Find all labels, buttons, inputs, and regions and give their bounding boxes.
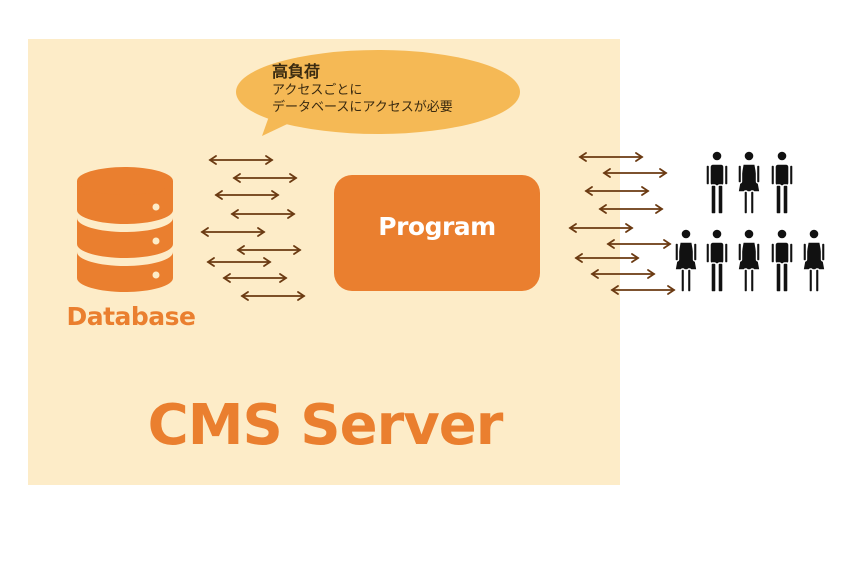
double-arrow-icon: [598, 204, 664, 214]
person-female-icon: [674, 228, 698, 293]
database-label: Database: [66, 302, 196, 331]
database-disk-middle: [77, 218, 173, 258]
database-led-2: [152, 237, 160, 245]
double-arrow-icon: [214, 190, 280, 200]
database-disk-bottom: [77, 252, 173, 292]
person-male-icon: [770, 150, 794, 215]
person-female-icon: [737, 228, 761, 293]
person-female-icon: [802, 228, 826, 293]
arrow-group-db-program: [200, 155, 306, 301]
person-male-icon: [770, 228, 794, 293]
database-icon: [77, 167, 173, 292]
double-arrow-icon: [206, 257, 272, 267]
double-arrow-icon: [610, 285, 676, 295]
arrow-group-program-users: [568, 152, 676, 295]
double-arrow-icon: [568, 223, 634, 233]
double-arrow-icon: [236, 245, 302, 255]
double-arrow-icon: [200, 227, 266, 237]
callout-line-1: アクセスごとに: [272, 83, 363, 98]
double-arrow-icon: [584, 186, 650, 196]
double-arrow-icon: [606, 239, 672, 249]
double-arrow-icon: [240, 291, 306, 301]
callout-body: [236, 50, 520, 134]
callout-text: 高負荷 アクセスごとに データベースにアクセスが必要: [272, 62, 512, 116]
database-lid: [77, 167, 173, 195]
person-male-icon: [705, 150, 729, 215]
double-arrow-icon: [574, 253, 640, 263]
program-label: Program: [378, 212, 496, 241]
person-female-icon: [737, 150, 761, 215]
double-arrow-icon: [222, 273, 288, 283]
person-male-icon: [705, 228, 729, 293]
double-arrow-icon: [590, 269, 656, 279]
double-arrow-icon: [232, 173, 298, 183]
database-led-1: [152, 203, 160, 211]
program-box: [334, 175, 540, 291]
callout-heading: 高負荷: [272, 62, 321, 81]
database-led-3: [152, 271, 160, 279]
callout-bubble: [236, 50, 520, 136]
double-arrow-icon: [230, 209, 296, 219]
double-arrow-icon: [602, 168, 668, 178]
callout-line-2: データベースにアクセスが必要: [272, 100, 453, 115]
double-arrow-icon: [578, 152, 644, 162]
user-crowd: [674, 150, 826, 293]
cms-server-title: CMS Server: [147, 393, 504, 458]
double-arrow-icon: [208, 155, 274, 165]
